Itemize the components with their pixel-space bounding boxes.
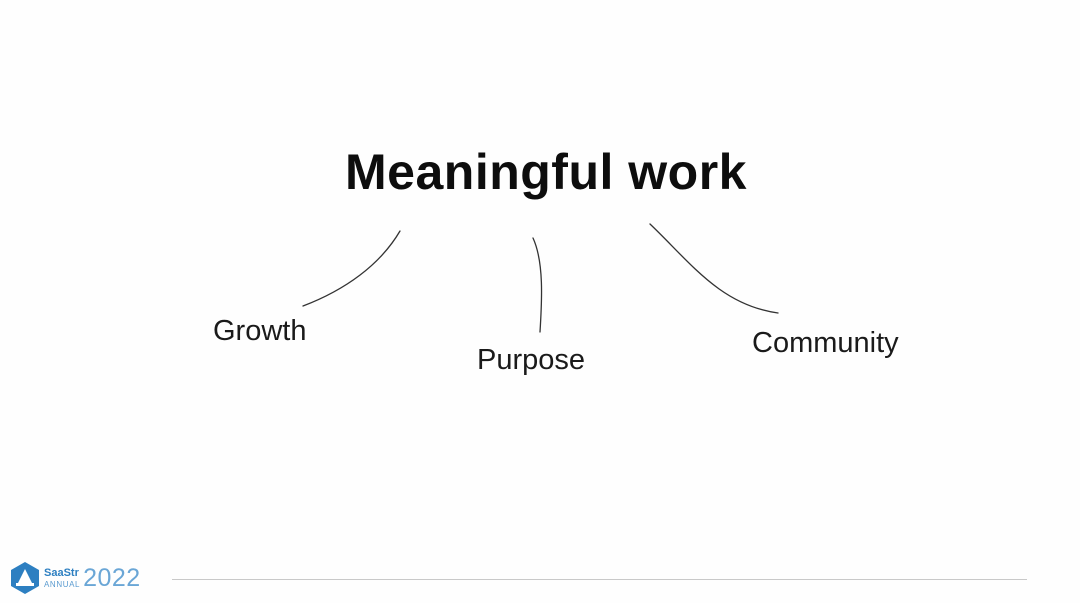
logo-brand: SaaStr [44,566,79,579]
connector-growth [302,230,401,307]
branch-purpose: Purpose [477,344,586,376]
logo-sub: ANNUAL [44,579,81,589]
connector-purpose [532,237,543,333]
logo-wordmark: SaaStr ANNUAL [44,566,81,589]
logo-year: 2022 [83,563,141,592]
branch-growth: Growth [213,315,307,347]
branch-community: Community [752,327,899,359]
connector-community [649,223,779,314]
slide-title: Meaningful work [345,144,747,200]
saastr-logo: SaaStr ANNUAL 2022 [10,561,141,595]
saastr-hex-icon [11,562,39,594]
footer-divider [172,579,1027,580]
